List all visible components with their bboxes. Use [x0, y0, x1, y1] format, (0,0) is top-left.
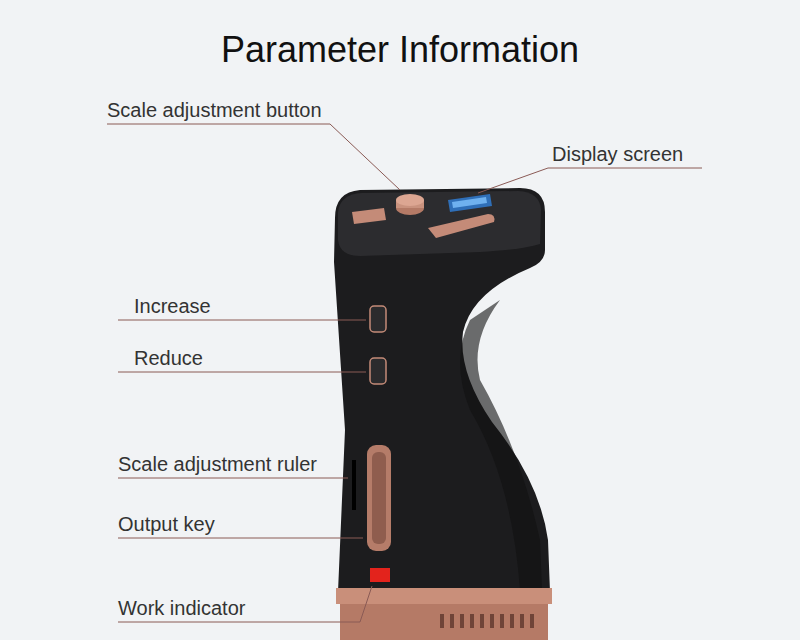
part-label: Display screen: [552, 142, 683, 166]
part-label: Increase: [134, 294, 211, 318]
output-key: [372, 452, 386, 544]
reduce-button: [370, 358, 386, 384]
part-label: Output key: [118, 512, 215, 536]
work-indicator-light: [370, 568, 390, 582]
leader-line: [118, 478, 348, 479]
top-accent: [352, 208, 386, 224]
device-top-face: [338, 191, 541, 256]
device-body: [334, 188, 550, 592]
leader-line: [118, 372, 366, 373]
adjustment-knob: [396, 194, 424, 206]
ruler-slot: [352, 460, 356, 510]
part-label: Scale adjustment button: [107, 98, 322, 122]
leader-line: [478, 168, 702, 193]
part-label: Scale adjustment ruler: [118, 452, 317, 476]
display-screen: [452, 197, 487, 208]
top-accent: [428, 214, 494, 238]
bottom-base: [340, 604, 548, 640]
vent-slots: [440, 614, 534, 628]
leader-line: [107, 124, 400, 190]
output-key: [367, 445, 391, 551]
page-title: Parameter Information: [0, 28, 800, 71]
display-screen: [448, 194, 492, 212]
increase-button: [370, 306, 386, 332]
leader-line: [118, 538, 363, 539]
part-label: Reduce: [134, 346, 203, 370]
leader-line: [118, 320, 366, 321]
leader-line: [118, 586, 372, 622]
device-shading: [460, 300, 542, 590]
part-label: Work indicator: [118, 596, 245, 620]
